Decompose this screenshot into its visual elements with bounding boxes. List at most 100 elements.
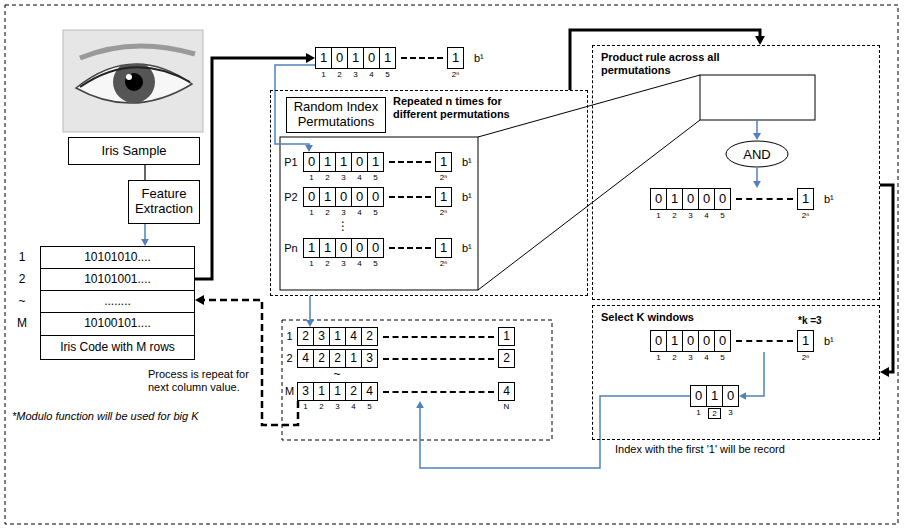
bit-index: 3 (688, 211, 692, 220)
bit-cell: 0 (351, 187, 368, 207)
bit-index: 4 (357, 208, 361, 217)
bit-count: b¹ (462, 242, 472, 255)
bit-cell: 1 (706, 385, 723, 407)
process-box: Iris Sample (68, 137, 200, 165)
bit-row: 101011 (315, 47, 464, 69)
bit-index: 4 (704, 353, 708, 362)
bit-cell: 1 (335, 152, 352, 172)
dashed-region: Select K windows*k =3010001010 (592, 305, 880, 440)
bit-index: 2ⁿ (440, 259, 447, 268)
row-number: 2 (19, 273, 26, 287)
code-row: ........ (41, 291, 194, 313)
bit-row: 010001 (303, 187, 452, 207)
row-number: ~ (18, 295, 25, 309)
bit-index: 2ⁿ (440, 173, 447, 182)
bit-cell: 1 (347, 47, 364, 69)
bit-cell: 2 (313, 349, 330, 368)
connector-line (144, 165, 145, 180)
arrow-head (755, 36, 765, 45)
bit-cell: 1 (313, 382, 330, 401)
bit-cell: 0 (682, 188, 699, 210)
bit-cell: 4 (297, 349, 314, 368)
footnote: *Modulo function will be used for big K (12, 410, 199, 423)
permutation-name: Pn (284, 242, 297, 255)
arrow-head (306, 53, 315, 63)
bit-cell: 4 (361, 382, 378, 401)
bit-index: 2 (325, 208, 329, 217)
bit-cell: 0 (351, 152, 368, 172)
bit-cell: 0 (698, 330, 715, 352)
iris-code-table: 10101010....10101001............10100101… (40, 246, 195, 336)
connector-line (744, 352, 764, 396)
ellipsis-dash (383, 336, 494, 338)
arrow-head (141, 239, 149, 246)
arrow-head (753, 133, 761, 140)
row-number: M (285, 385, 294, 398)
bit-index: 3 (353, 70, 357, 79)
bit-cell: 0 (335, 187, 352, 207)
code-row: 10100101.... (41, 313, 194, 335)
bit-cell: 3 (361, 349, 378, 368)
region-heading: Repeated n times for different permutati… (393, 95, 533, 121)
ellipsis-dash (389, 196, 431, 198)
zoom-line (478, 120, 700, 290)
box-label: Feature Extraction (133, 187, 195, 217)
bit-index: 5 (373, 208, 377, 217)
eyebrow (80, 46, 195, 58)
bit-cell: 1 (379, 47, 396, 69)
ellipsis-dash (736, 198, 793, 200)
bit-cell: 0 (722, 385, 739, 407)
index-row: 311244 (297, 382, 515, 401)
index-row: 231421 (297, 327, 515, 346)
connector (145, 165, 146, 180)
code-row: 10101010.... (41, 247, 194, 269)
flow-arrow (756, 120, 758, 134)
bit-index: 5 (720, 211, 724, 220)
row-number: M (17, 317, 27, 331)
bit-index: 3 (341, 259, 345, 268)
index-row: 422132 (297, 349, 515, 368)
zoom-line (478, 75, 700, 137)
bit-index: 1 (309, 208, 313, 217)
code-row: 10101001.... (41, 269, 194, 291)
bit-index: 1 (696, 408, 700, 417)
bit-cell: 0 (367, 238, 384, 258)
bit-index: 4 (351, 402, 355, 411)
region-heading: Select K windows (601, 311, 761, 324)
bit-cell: 1 (435, 238, 452, 258)
zoom-box (700, 75, 815, 120)
box-label: Random Index Permutations (291, 100, 381, 130)
eyelashes (80, 67, 190, 87)
bit-index: N (504, 402, 510, 411)
bit-index: 2 (337, 70, 341, 79)
bit-index: 5 (373, 173, 377, 182)
connector-line (880, 185, 893, 372)
ellipsis-dash (736, 340, 793, 342)
bit-cell: 1 (319, 152, 336, 172)
arrow-head (753, 181, 761, 188)
connector-line (309, 296, 311, 322)
connector-line (195, 58, 309, 279)
matrix-frame (282, 320, 552, 440)
bit-index: 4 (357, 173, 361, 182)
bit-cell: 1 (435, 187, 452, 207)
bit-index: 2 (325, 173, 329, 182)
note: Process is repeat for next column value. (148, 368, 258, 393)
bit-index: 3 (335, 402, 339, 411)
bit-cell: 1 (367, 152, 384, 172)
bit-cell: 1 (319, 238, 336, 258)
bit-cell: 0 (698, 188, 715, 210)
bit-row: 010001 (650, 188, 814, 210)
bit-cell: 0 (351, 238, 368, 258)
bit-index: 1 (309, 173, 313, 182)
bit-cell: 0 (303, 187, 320, 207)
ellipsis-dash (401, 57, 443, 59)
bit-cell: 1 (797, 188, 814, 210)
connector-line (201, 300, 298, 425)
row-number: 1 (286, 330, 292, 343)
connector (141, 224, 149, 246)
bit-index: 5 (367, 402, 371, 411)
bit-count: b¹ (824, 193, 834, 206)
bit-index: 2 (672, 353, 676, 362)
region-heading: Product rule across all permutations (601, 51, 771, 77)
